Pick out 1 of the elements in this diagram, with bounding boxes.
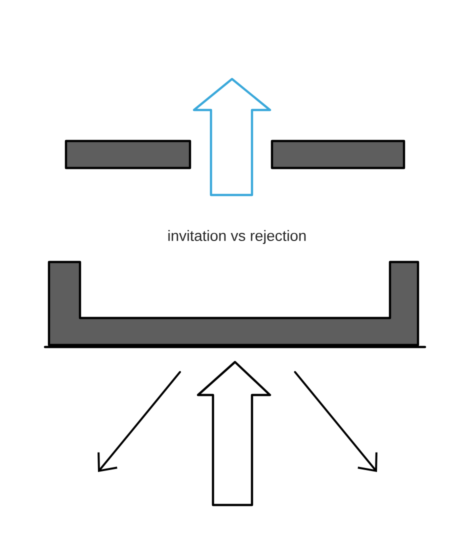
caption-text: invitation vs rejection (168, 230, 306, 244)
